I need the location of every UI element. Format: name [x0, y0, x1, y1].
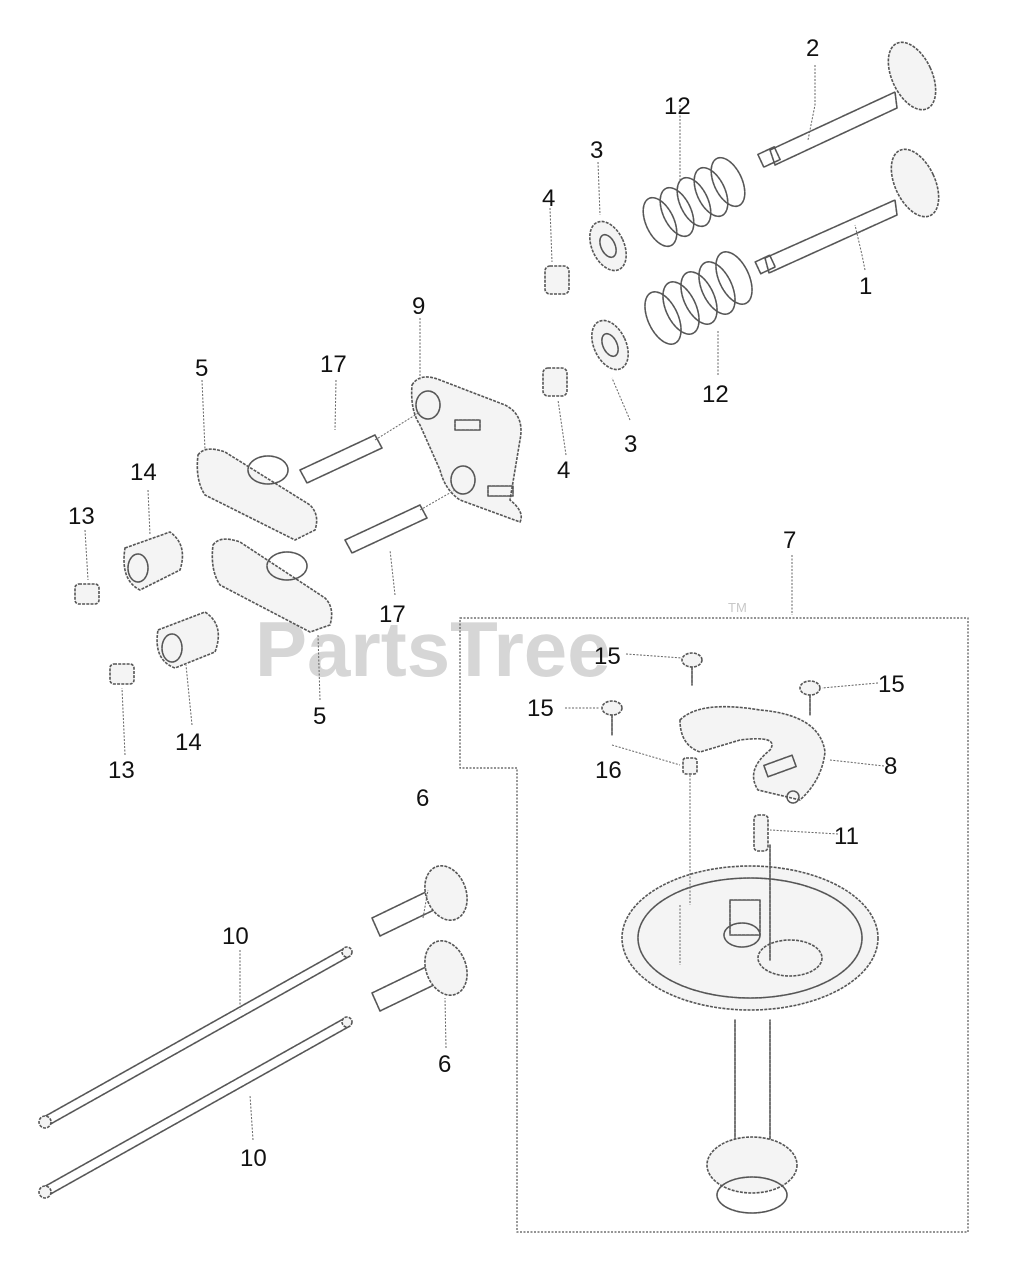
rivet-2[interactable]: [799, 680, 821, 716]
callout-12: 12: [702, 381, 729, 408]
valve-collet-upper[interactable]: [544, 265, 570, 295]
callout-15: 15: [594, 643, 621, 670]
governor-spring[interactable]: [682, 757, 698, 775]
callout-9: 9: [412, 293, 425, 320]
governor-pin[interactable]: [753, 814, 769, 852]
rocker-pivot-lower[interactable]: [156, 611, 220, 669]
callout-10: 10: [240, 1145, 267, 1172]
rocker-arm-upper[interactable]: [196, 448, 318, 541]
callout-3: 3: [590, 137, 603, 164]
callout-13: 13: [68, 503, 95, 530]
camshaft-assembly-outline: [459, 617, 969, 1233]
rocker-bracket[interactable]: [410, 376, 523, 523]
callout-16: 16: [595, 757, 622, 784]
tappet-lower[interactable]: [371, 935, 474, 1012]
callout-6: 6: [438, 1051, 451, 1078]
camshaft-gear[interactable]: [621, 865, 879, 1214]
callout-4: 4: [542, 185, 555, 212]
valve-collet-lower[interactable]: [542, 367, 568, 397]
callout-17: 17: [379, 601, 406, 628]
watermark-tm: TM: [728, 600, 747, 615]
callout-7: 7: [783, 527, 796, 554]
pivot-nut-upper[interactable]: [74, 583, 100, 605]
rocker-stud-upper[interactable]: [299, 411, 421, 484]
callout-2: 2: [806, 35, 819, 62]
callout-labels: 2 1 3 3 4 4 5 5 6 6 7 8 9 10 10 11 12 12…: [68, 35, 905, 1172]
push-rod-lower[interactable]: [38, 1016, 353, 1199]
leader-lines: [84, 65, 885, 1141]
callout-15: 15: [878, 671, 905, 698]
callout-1: 1: [859, 273, 872, 300]
callout-15: 15: [527, 695, 554, 722]
valve-spring-upper[interactable]: [636, 153, 751, 252]
tappet-upper[interactable]: [371, 860, 474, 937]
rivet-1[interactable]: [681, 652, 703, 686]
rocker-arm-lower[interactable]: [211, 538, 333, 633]
callout-8: 8: [884, 753, 897, 780]
governor-weight[interactable]: [679, 705, 826, 804]
callout-14: 14: [130, 459, 157, 486]
valve-exhaust[interactable]: [757, 35, 945, 168]
pivot-nut-lower[interactable]: [109, 663, 135, 685]
spring-retainer-upper[interactable]: [583, 216, 634, 277]
valve-spring-lower[interactable]: [638, 246, 760, 349]
callout-5: 5: [195, 355, 208, 382]
callout-11: 11: [834, 823, 859, 850]
callout-4: 4: [557, 457, 570, 484]
rivet-3[interactable]: [601, 700, 623, 736]
callout-17: 17: [320, 351, 347, 378]
valve-intake[interactable]: [754, 142, 948, 275]
push-rod-upper[interactable]: [38, 946, 353, 1129]
callout-14: 14: [175, 729, 202, 756]
spring-pin-line: [679, 775, 691, 965]
callout-6: 6: [416, 785, 429, 812]
callout-10: 10: [222, 923, 249, 950]
callout-3: 3: [624, 431, 637, 458]
callout-13: 13: [108, 757, 135, 784]
callout-12: 12: [664, 93, 691, 120]
callout-5: 5: [313, 703, 326, 730]
rocker-pivot-upper[interactable]: [123, 531, 184, 591]
rocker-stud-lower[interactable]: [344, 489, 456, 554]
spring-retainer-lower[interactable]: [585, 315, 636, 376]
